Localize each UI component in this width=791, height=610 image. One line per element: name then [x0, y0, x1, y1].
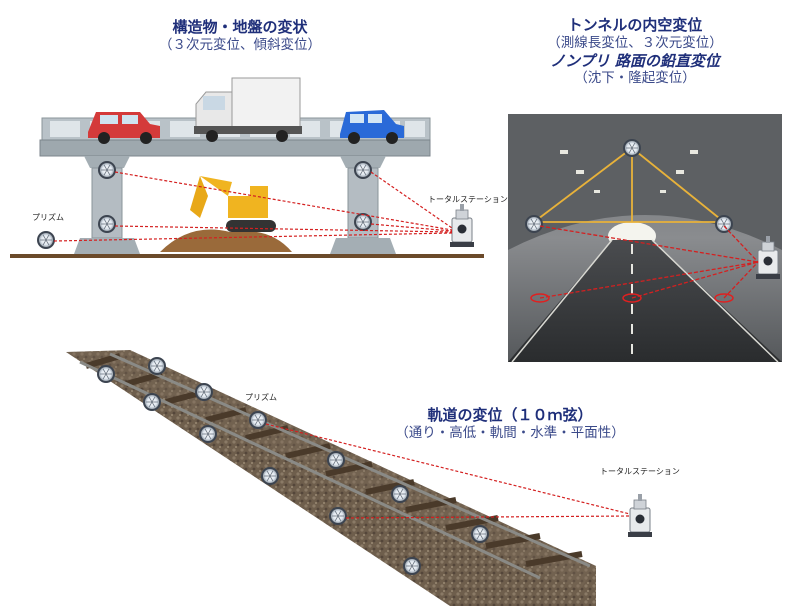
excavator-icon: [160, 176, 292, 252]
tunnel-subtitle-1: （測線長変位、３次元変位）: [547, 34, 723, 51]
prism-icon: [142, 392, 162, 412]
laser-lines: [53, 171, 453, 242]
truck-icon: [194, 77, 302, 142]
tunnel-title-2: ノンプリ 路面の鉛直変位: [550, 51, 720, 70]
structure-title: 構造物・地盤の変状: [172, 18, 308, 36]
railway-scene: [66, 350, 653, 606]
prism-icon: [390, 484, 410, 504]
prism-icon: [402, 556, 422, 576]
prism-icon: [328, 506, 348, 526]
prism-icon: [622, 138, 642, 158]
laser-lines: [539, 225, 759, 299]
total-station-icon: [449, 203, 475, 248]
track-subtitle: （通り・高低・軌間・水準・平面性）: [395, 424, 625, 441]
track-prism-label: プリズム: [245, 393, 277, 402]
prism-icon: [194, 382, 214, 402]
prism-icon: [198, 424, 218, 444]
tunnel-title-1: トンネルの内空変位: [567, 16, 703, 34]
ground-line: [10, 254, 484, 258]
road-target-marks: [530, 293, 734, 303]
prism-icon: [147, 356, 167, 376]
track-station-label: トータルステーション: [600, 467, 680, 476]
prism-icon: [36, 230, 56, 250]
tunnel-section-header: トンネルの内空変位 （測線長変位、３次元変位） ノンプリ 路面の鉛直変位 （沈下…: [520, 16, 750, 87]
prism-icon: [97, 160, 117, 180]
prism-icon: [714, 214, 734, 234]
track-section-header: 軌道の変位（１０ｍ弦） （通り・高低・軌間・水準・平面性）: [380, 406, 640, 442]
prism-icon: [97, 214, 117, 234]
structure-subtitle: （３次元変位、傾斜変位）: [159, 36, 321, 53]
prism-icon: [248, 410, 268, 430]
prism-icon: [96, 364, 116, 384]
rail-right: [109, 352, 591, 568]
tunnel-measure-lines: [533, 147, 725, 223]
prism-icon: [260, 466, 280, 486]
structure-prism-label: プリズム: [32, 213, 64, 222]
viaduct-scene: [10, 77, 484, 258]
prism-icon: [353, 212, 373, 232]
red-car-icon: [88, 112, 160, 144]
prism-icon: [326, 450, 346, 470]
structure-section-header: 構造物・地盤の変状 （３次元変位、傾斜変位）: [140, 18, 340, 54]
laser-lines: [265, 423, 631, 519]
structure-station-label: トータルステーション: [428, 195, 508, 204]
prism-icon: [353, 160, 373, 180]
track-title: 軌道の変位（１０ｍ弦）: [427, 406, 593, 424]
total-station-icon: [627, 493, 653, 538]
prism-icon: [470, 524, 490, 544]
tunnel-subtitle-2: （沈下・隆起変位）: [574, 70, 696, 87]
tunnel-scene: [508, 114, 782, 363]
blue-car-icon: [340, 110, 404, 144]
prism-icon: [524, 214, 544, 234]
